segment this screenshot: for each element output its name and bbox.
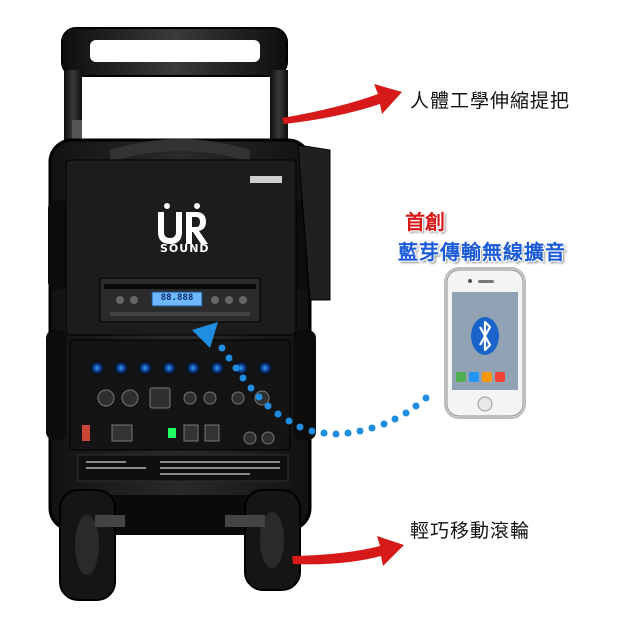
volume-knobs	[90, 361, 272, 375]
handle-label: 人體工學伸縮提把	[410, 90, 571, 112]
smartphone	[444, 267, 526, 419]
cd-display: 88.888	[160, 293, 194, 303]
bluetooth-signal-dots	[218, 344, 430, 438]
promo-subtitle: 藍芽傳輸無線擴音	[398, 240, 566, 264]
wheels-label: 輕巧移動滾輪	[410, 520, 531, 542]
bluetooth-icon	[471, 317, 499, 355]
input-jacks	[97, 387, 270, 409]
brand-logo	[158, 203, 208, 244]
telescopic-handle	[61, 27, 288, 150]
brand-name: SOUND	[160, 242, 210, 255]
arrow-right-icon	[282, 84, 402, 124]
promo-title: 首創	[405, 210, 445, 234]
arrow-up-icon	[192, 322, 218, 348]
wheels	[59, 489, 301, 601]
cd-player	[99, 277, 261, 323]
arrow-right-icon	[292, 536, 404, 566]
